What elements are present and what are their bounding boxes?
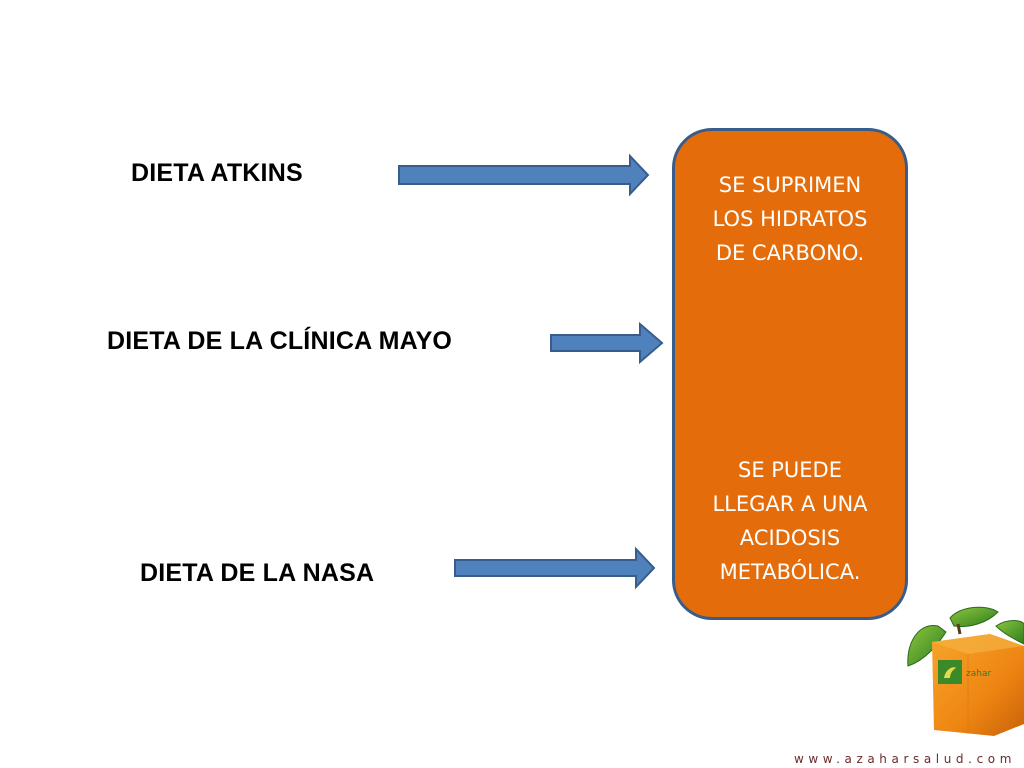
arrow-right-icon [398, 153, 650, 197]
arrow-right-icon [454, 546, 656, 590]
info-text-carbohydrates: SE SUPRIMEN LOS HIDRATOS DE CARBONO. [712, 173, 868, 265]
diet-label-nasa: DIETA DE LA NASA [140, 559, 375, 587]
azahar-logo: zahar [907, 606, 1024, 736]
info-box: SE SUPRIMEN LOS HIDRATOS DE CARBONO. SE … [672, 128, 908, 620]
diet-label-atkins: DIETA ATKINS [131, 159, 303, 187]
svg-text:zahar: zahar [966, 669, 991, 679]
arrow-right-icon [550, 321, 664, 365]
diet-label-mayo-clinic: DIETA DE LA CLÍNICA MAYO [107, 327, 453, 355]
website-url[interactable]: www.azaharsalud.com [793, 752, 1016, 766]
info-text-acidosis: SE PUEDE LLEGAR A UNA ACIDOSIS METABÓLIC… [712, 458, 868, 584]
